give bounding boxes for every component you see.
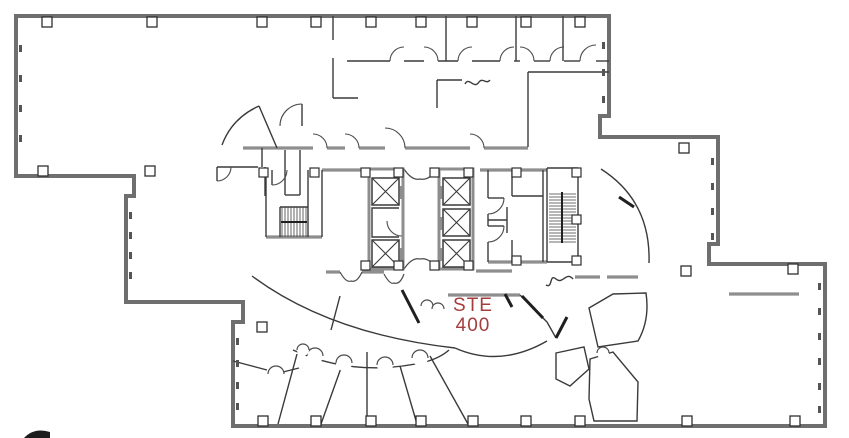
dark-walls [400,195,635,339]
corner-mark [24,430,50,438]
stairs [281,192,576,243]
elevator-door-ticks [399,186,443,261]
door-bumps [267,299,610,382]
columns [37,16,801,427]
building-outline [14,14,827,428]
wall-ticks [19,42,821,413]
door-arcs [216,44,597,243]
elevator-shafts [371,177,471,268]
suite-label-line1: STE [453,295,493,316]
suite-label-line2: 400 [456,315,491,336]
